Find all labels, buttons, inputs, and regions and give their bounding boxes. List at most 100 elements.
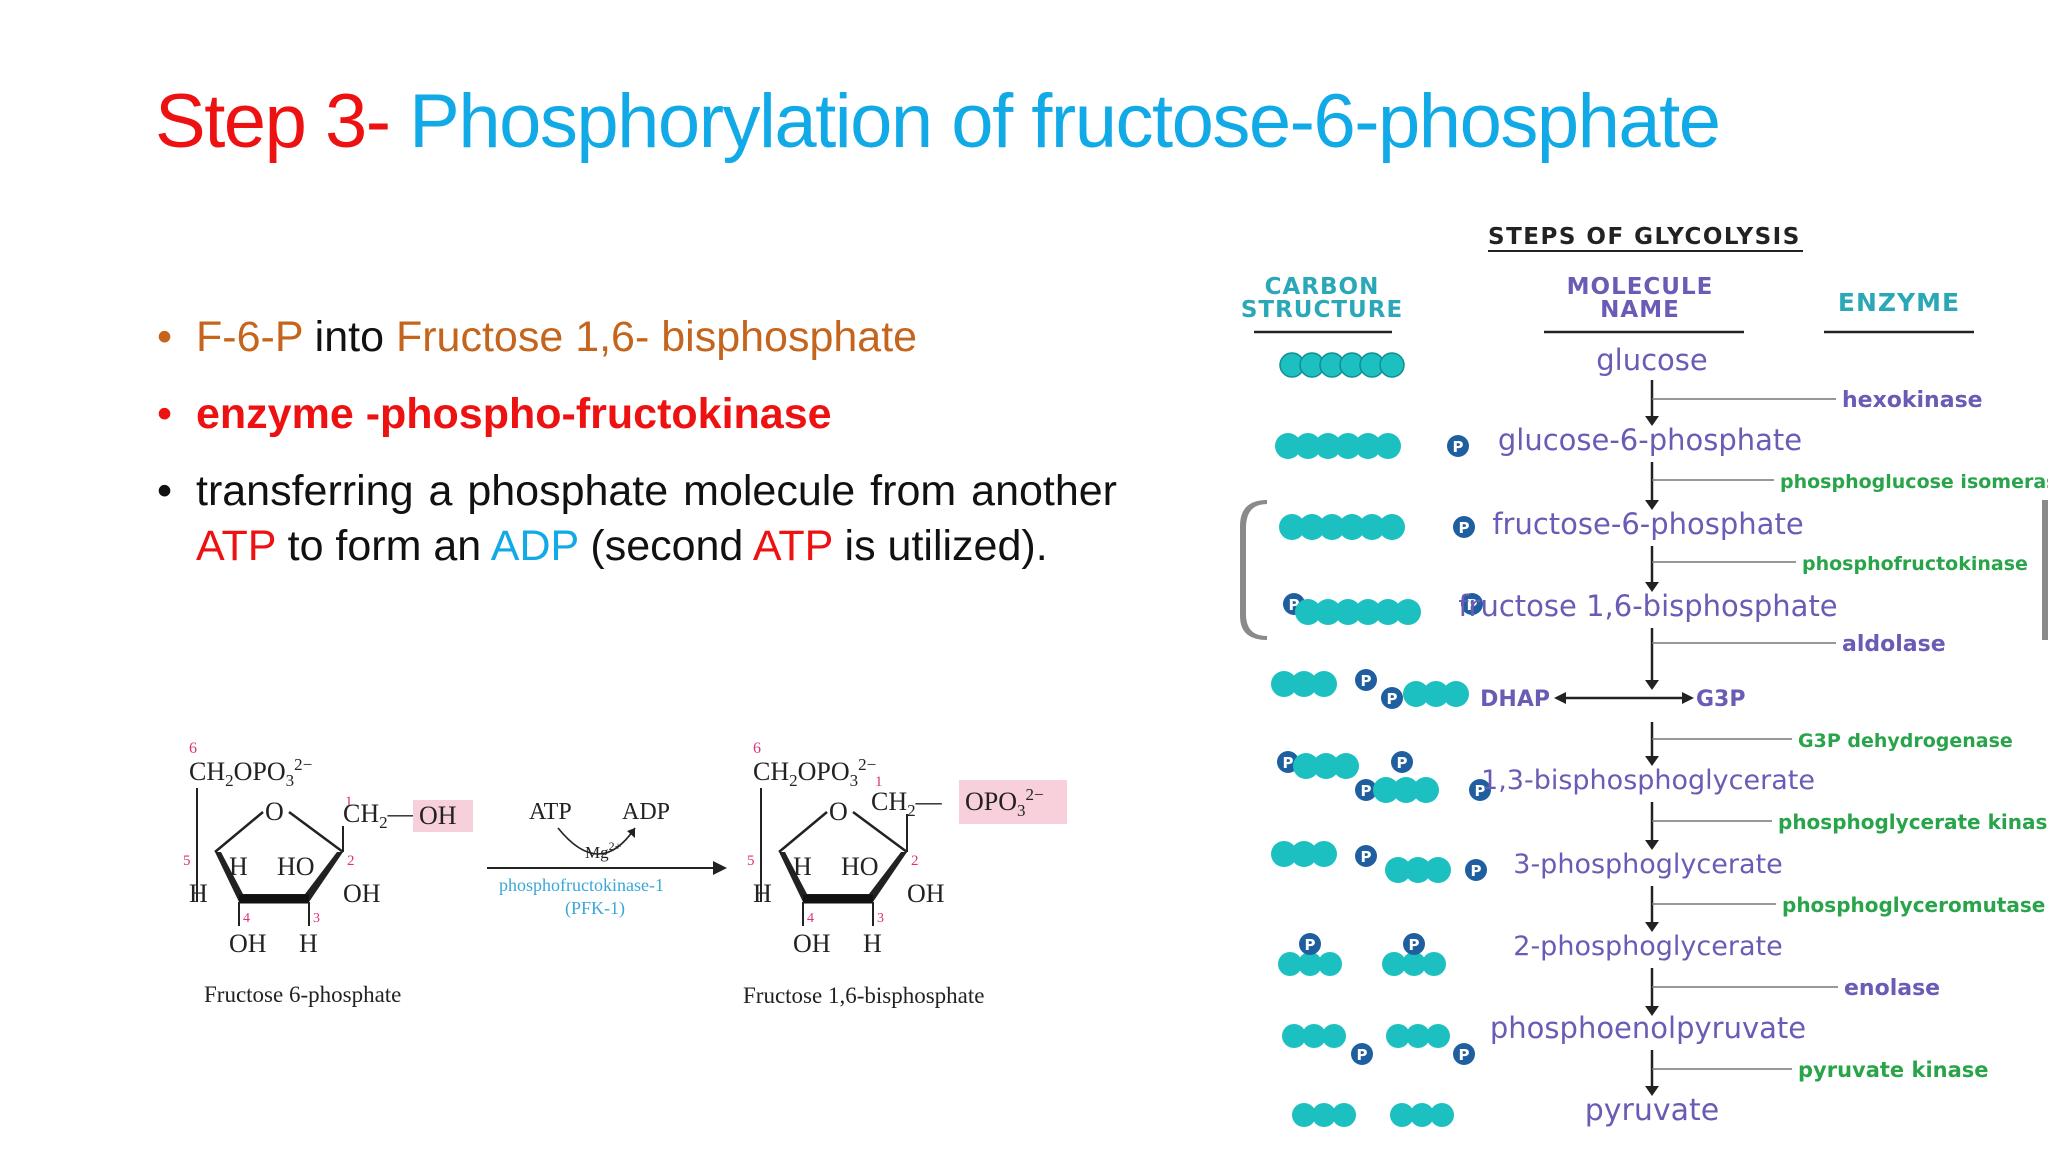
bullet-2: • enzyme -phospho-fructokinase <box>155 387 1117 442</box>
bullet-dot-icon: • <box>157 390 173 438</box>
carbon-atom-icon <box>1279 514 1305 540</box>
h-label: H <box>189 879 208 908</box>
b1-part3: Fructose 1,6- bisphosphate <box>395 313 918 361</box>
arrow-head-icon <box>1645 680 1659 690</box>
tab-decoration-left <box>1240 500 1267 640</box>
bullet-1: • F-6-P into Fructose 1,6- bisphosphate <box>155 310 1117 365</box>
phosphate-label: P <box>1283 754 1294 772</box>
pfk-abbr-label: (PFK-1) <box>565 898 625 919</box>
arrow-head-icon <box>1645 1086 1659 1096</box>
b3-atp1: ATP <box>196 522 276 570</box>
molecule-names: glucoseglucose-6-phosphatefructose-6-pho… <box>1458 343 1837 1128</box>
carbon-atom-icon <box>1375 433 1401 459</box>
mg-sup: 2+ <box>609 839 622 853</box>
carbon-atom-icon <box>1379 514 1405 540</box>
carbon-atom-icon <box>1311 671 1337 697</box>
phosphate-icon <box>1403 933 1425 955</box>
molecule-name: fructose 1,6-bisphosphate <box>1458 589 1837 623</box>
bullet-dot-icon: • <box>157 313 173 361</box>
h-label: H <box>299 929 318 958</box>
phosphate-label: P <box>1459 1046 1470 1064</box>
carbon-number-2: 2 <box>911 853 919 869</box>
fructose-1-6-bisphosphate-structure: 6 CH2OPO32− O 5 2 1 H HO H OH CH2— OPO32… <box>743 740 1067 1008</box>
phosphate-icon <box>1381 687 1403 709</box>
carbon-number-6: 6 <box>189 740 197 757</box>
left-caption: Fructose 6-phosphate <box>204 982 401 1007</box>
carbon-atom-icon <box>1295 599 1321 625</box>
h-label: H <box>863 929 882 958</box>
carbon-atom-icon <box>1293 753 1319 779</box>
slide-title: Step 3- Phosphorylation of fructose-6-ph… <box>155 78 1721 165</box>
carbon-number-1: 1 <box>345 794 353 810</box>
carbon-atom-icon <box>1410 1103 1434 1127</box>
bullet-list: • F-6-P into Fructose 1,6- bisphosphate … <box>155 310 1117 596</box>
phosphate-label: P <box>1409 936 1420 954</box>
phosphate-label: P <box>1387 690 1398 708</box>
carbon-atom-icon <box>1426 1024 1450 1048</box>
phosphate-label: P <box>1289 596 1300 614</box>
carbon-atom-icon <box>1355 599 1381 625</box>
carbon-atom-icon <box>1402 952 1426 976</box>
carbon-atom-icon <box>1359 514 1385 540</box>
arrow-head-icon <box>1645 582 1659 592</box>
carbon-atom-icon <box>1333 753 1359 779</box>
b2-text: enzyme -phospho-fructokinase <box>196 390 832 438</box>
bullet-dot-icon: • <box>157 467 173 515</box>
carbon-atom-icon <box>1425 857 1451 883</box>
col-carbon-2: STRUCTURE <box>1241 297 1403 323</box>
svg-text:CH2—: CH2— <box>343 799 415 832</box>
molecule-name: 2-phosphoglycerate <box>1513 931 1782 962</box>
phosphate-icon <box>1447 435 1469 457</box>
carbon-atom-icon <box>1271 671 1297 697</box>
carbon-number-3: 3 <box>313 911 320 926</box>
b3-atp2: ATP <box>752 522 833 570</box>
carbon-atom-icon <box>1395 599 1421 625</box>
ch2-label: CH <box>189 757 225 786</box>
tab-decoration-right <box>2042 500 2048 640</box>
carbon-atom-icon <box>1375 599 1401 625</box>
molecule-name: phosphoenolpyruvate <box>1490 1011 1806 1045</box>
ch2-label: CH <box>871 787 907 816</box>
carbon-number-5: 5 <box>747 853 755 869</box>
col-enzyme: ENZYME <box>1838 288 1960 317</box>
phosphate-label: P <box>1459 519 1470 537</box>
carbon-number-2: 2 <box>347 853 355 869</box>
ch2-label: CH <box>343 799 379 828</box>
carbon-number-3: 3 <box>877 911 884 926</box>
molecule-name: 3-phosphoglycerate <box>1513 849 1782 880</box>
phosphate-icon <box>1465 859 1487 881</box>
carbon-atom-icon <box>1291 841 1317 867</box>
carbon-number-4: 4 <box>807 911 814 926</box>
molecule-name: DHAP <box>1480 687 1550 712</box>
carbon-atom-icon <box>1318 952 1342 976</box>
molecule-name: glucose <box>1596 343 1707 377</box>
carbon-atom-icon <box>1379 352 1405 378</box>
carbon-atom-icon <box>1319 514 1345 540</box>
oh-label: OH <box>793 929 831 958</box>
enzyme-name: phosphoglucose isomerase <box>1780 471 2048 493</box>
carbon-atom-icon <box>1422 952 1446 976</box>
b1-part1: F-6-P <box>196 313 303 361</box>
carbon-atom-icon <box>1311 841 1337 867</box>
carbon-atom-icon <box>1271 841 1297 867</box>
svg-text:CH2—: CH2— <box>871 787 943 820</box>
b3-adp: ADP <box>490 522 579 570</box>
phosphate-label: P <box>1305 936 1316 954</box>
enzyme-name: enolase <box>1844 976 1940 1001</box>
carbon-atom-icon <box>1335 599 1361 625</box>
molecule-name: pyruvate <box>1585 1093 1720 1128</box>
carbon-atom-icon <box>1405 857 1431 883</box>
svg-text:CH2OPO32−: CH2OPO32− <box>753 755 876 790</box>
svg-text:CH2OPO32−: CH2OPO32− <box>189 755 312 790</box>
enzyme-name: aldolase <box>1842 632 1946 657</box>
phosphate-label: P <box>1361 848 1372 866</box>
ch2-label: CH <box>753 757 789 786</box>
carbon-atom-icon <box>1299 514 1325 540</box>
ho-label: HO <box>841 852 879 881</box>
carbon-atom-icon <box>1393 777 1419 803</box>
carbon-atom-icon <box>1385 857 1411 883</box>
title-step: Step 3- <box>155 79 391 164</box>
carbon-atom-icon <box>1386 1024 1410 1048</box>
phosphate-icon <box>1355 845 1377 867</box>
